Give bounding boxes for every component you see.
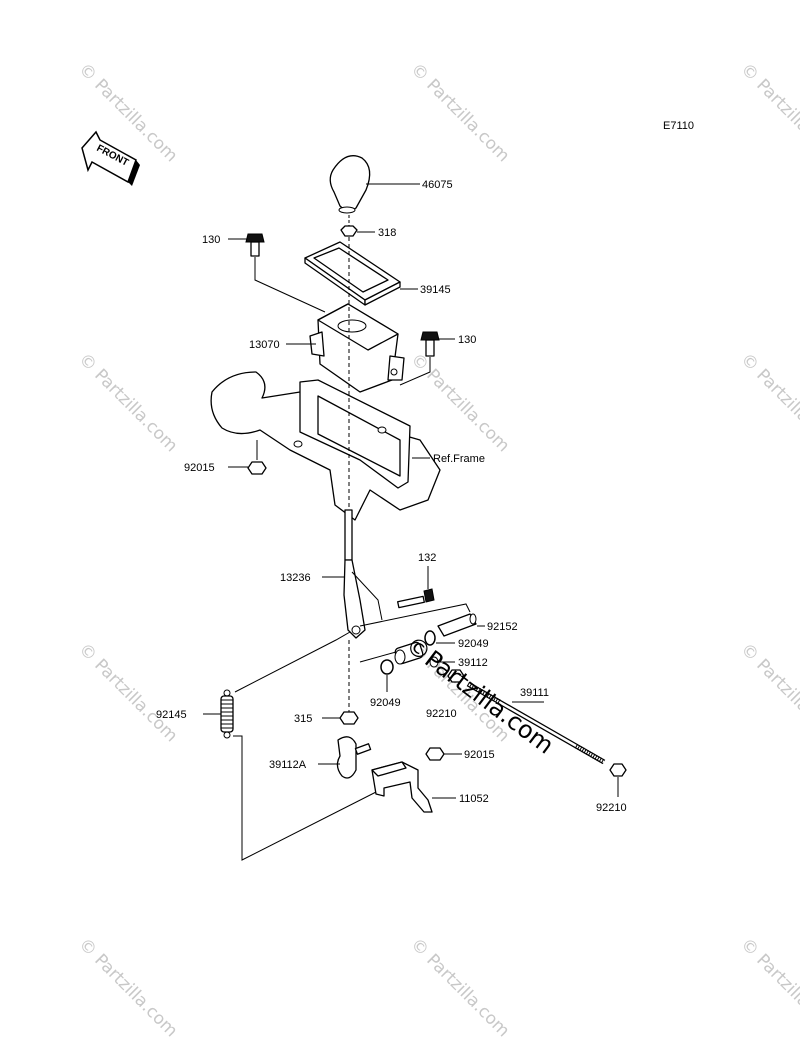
- callout-13236: 13236: [280, 572, 311, 584]
- ball-joint-39112A: [336, 736, 372, 779]
- callout-132: 132: [418, 552, 436, 564]
- callout-46075: 46075: [422, 179, 453, 191]
- watermark-text: © Partzilla.com: [74, 934, 181, 1041]
- callout-130-right: 130: [458, 334, 476, 346]
- watermark-text: © Partzilla.com: [736, 59, 800, 166]
- nut-92015-bottom: [425, 747, 445, 761]
- bolt-130-left: [245, 233, 265, 257]
- callout-92210-b: 92210: [596, 802, 627, 814]
- callout-11052: 11052: [459, 793, 489, 805]
- callout-13070: 13070: [249, 339, 280, 351]
- nut-92210-b: [609, 763, 627, 777]
- callout-ref-frame: Ref.Frame: [433, 453, 485, 465]
- watermark-text: © Partzilla.com: [74, 639, 181, 746]
- callout-39112: 39112: [458, 657, 488, 669]
- shift-lever: [343, 509, 383, 639]
- callout-39111: 39111: [520, 687, 549, 699]
- nut-92210-a: [447, 669, 465, 683]
- callout-92145: 92145: [156, 709, 187, 721]
- callout-130-left: 130: [202, 234, 220, 246]
- callout-92015-top: 92015: [184, 462, 215, 474]
- return-spring: [220, 689, 234, 739]
- watermark-text: © Partzilla.com: [406, 349, 513, 456]
- joint-39112: [359, 641, 424, 665]
- shift-housing: [309, 303, 405, 393]
- callout-92049-a: 92049: [458, 638, 489, 650]
- watermark-text: © Partzilla.com: [736, 639, 800, 746]
- callout-318: 318: [378, 227, 396, 239]
- watermark-text: © Partzilla.com: [736, 934, 800, 1041]
- watermark-text: © Partzilla.com: [406, 59, 513, 166]
- callout-39145: 39145: [420, 284, 451, 296]
- shift-knob: [329, 155, 371, 214]
- callout-39112A: 39112A: [269, 759, 307, 771]
- callout-92210-a: 92210: [426, 708, 457, 720]
- bracket-11052: [371, 761, 433, 813]
- shift-rod: [466, 681, 606, 765]
- callout-92049-b: 92049: [370, 697, 401, 709]
- watermark-text: © Partzilla.com: [736, 349, 800, 456]
- callout-315: 315: [294, 713, 312, 725]
- nut-318: [340, 225, 358, 237]
- diagram-code: E7110: [663, 120, 694, 132]
- front-arrow-icon: FRONT: [81, 130, 140, 186]
- callout-92015-bottom: 92015: [464, 749, 495, 761]
- bolt-132: [397, 588, 435, 609]
- nut-315: [339, 711, 359, 725]
- nut-92015-top: [247, 461, 267, 475]
- pivot-shaft: [359, 603, 477, 637]
- watermark-text: © Partzilla.com: [406, 934, 513, 1041]
- frame-reference: [210, 371, 441, 521]
- watermark-text: © Partzilla.com: [74, 349, 181, 456]
- bolt-130-right: [420, 331, 440, 357]
- gate-plate: [304, 241, 401, 306]
- washer-92049-a: [424, 630, 436, 646]
- watermark-layer: © Partzilla.com © Partzilla.com © Partzill…: [74, 59, 800, 1041]
- callout-92152: 92152: [487, 621, 518, 633]
- washer-92049-b: [380, 659, 394, 675]
